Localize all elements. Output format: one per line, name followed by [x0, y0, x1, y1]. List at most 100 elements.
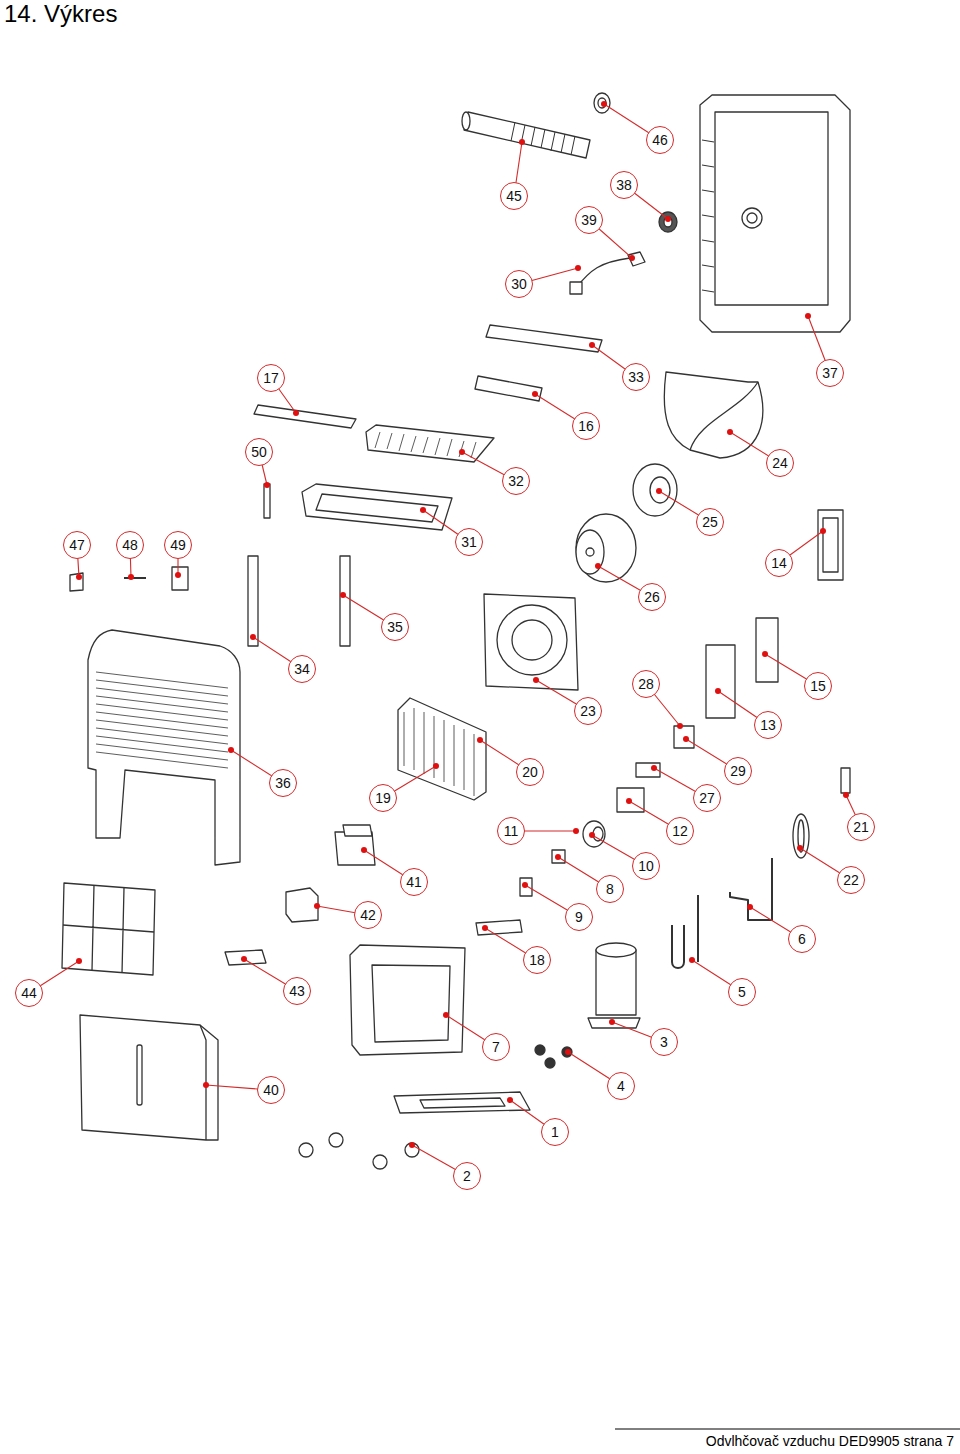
callout-text: 13: [760, 718, 776, 732]
callout-text: 37: [822, 366, 838, 380]
callout-number: 13: [754, 711, 782, 739]
callout-number: 39: [575, 206, 603, 234]
callout-text: 34: [294, 662, 310, 676]
callout-number: 47: [63, 531, 91, 559]
callout-text: 20: [522, 765, 538, 779]
callout-text: 18: [529, 953, 545, 967]
callout-number: 35: [381, 613, 409, 641]
callout-text: 44: [21, 986, 37, 1000]
callout-number: 48: [116, 531, 144, 559]
callout-number: 40: [257, 1076, 285, 1104]
callout-text: 11: [504, 824, 519, 838]
callout-number: 16: [572, 412, 600, 440]
callout-number: 37: [816, 359, 844, 387]
callout-number: 25: [696, 508, 724, 536]
callout-number: 22: [837, 866, 865, 894]
callout-number: 50: [245, 438, 273, 466]
callout-text: 22: [843, 873, 859, 887]
callout-text: 4: [617, 1079, 625, 1093]
callout-text: 48: [122, 538, 138, 552]
callout-number: 36: [269, 769, 297, 797]
callout-number: 43: [283, 977, 311, 1005]
callout-number: 34: [288, 655, 316, 683]
callout-number: 45: [500, 182, 528, 210]
callout-number: 44: [15, 979, 43, 1007]
callout-text: 28: [638, 677, 654, 691]
callout-text: 40: [263, 1083, 279, 1097]
callout-text: 32: [508, 474, 524, 488]
callout-text: 19: [375, 791, 391, 805]
callout-number: 2: [453, 1162, 481, 1190]
callout-text: 3: [660, 1035, 668, 1049]
callout-text: 27: [699, 791, 715, 805]
callout-number: 11: [497, 817, 525, 845]
callout-number: 17: [257, 364, 285, 392]
callout-text: 8: [606, 882, 614, 896]
callout-number: 33: [622, 363, 650, 391]
callout-text: 49: [170, 538, 186, 552]
callout-text: 21: [853, 820, 869, 834]
callout-number: 31: [455, 528, 483, 556]
callout-text: 25: [702, 515, 718, 529]
callout-text: 35: [387, 620, 403, 634]
callout-text: 31: [461, 535, 477, 549]
callout-number: 6: [788, 925, 816, 953]
page-title: 14. Výkres: [4, 0, 117, 28]
page-caption: Odvlhčovač vzduchu DED9905 strana 7: [706, 1433, 954, 1449]
callout-number: 49: [164, 531, 192, 559]
callout-text: 14: [771, 556, 787, 570]
callout-text: 33: [628, 370, 644, 384]
callout-number: 8: [596, 875, 624, 903]
callout-number: 4: [607, 1072, 635, 1100]
callout-number: 12: [666, 817, 694, 845]
callout-text: 26: [644, 590, 660, 604]
callout-number: 23: [574, 697, 602, 725]
callout-text: 41: [406, 875, 422, 889]
callout-text: 12: [672, 824, 688, 838]
callout-text: 1: [551, 1125, 559, 1139]
callout-text: 29: [730, 764, 746, 778]
callout-text: 2: [463, 1169, 471, 1183]
callout-number: 19: [369, 784, 397, 812]
callout-number: 30: [505, 270, 533, 298]
callout-text: 15: [810, 679, 826, 693]
callout-number: 20: [516, 758, 544, 786]
callout-text: 50: [251, 445, 267, 459]
callout-number: 18: [523, 946, 551, 974]
callout-text: 45: [506, 189, 522, 203]
callout-text: 16: [578, 419, 594, 433]
callout-number: 28: [632, 670, 660, 698]
callout-text: 46: [652, 133, 668, 147]
callout-number: 29: [724, 757, 752, 785]
callout-text: 43: [289, 984, 305, 998]
callout-text: 36: [275, 776, 291, 790]
callout-text: 6: [798, 932, 806, 946]
callout-number: 21: [847, 813, 875, 841]
callout-number: 9: [565, 903, 593, 931]
callout-number: 38: [610, 171, 638, 199]
callout-number: 15: [804, 672, 832, 700]
callout-text: 5: [738, 985, 746, 999]
callout-text: 24: [772, 456, 788, 470]
callout-number: 32: [502, 467, 530, 495]
callout-number: 10: [632, 852, 660, 880]
callout-number: 14: [765, 549, 793, 577]
callout-number: 5: [728, 978, 756, 1006]
callout-number: 3: [650, 1028, 678, 1056]
callout-text: 7: [492, 1040, 500, 1054]
callout-number: 24: [766, 449, 794, 477]
callout-text: 38: [616, 178, 632, 192]
callout-number: 1: [541, 1118, 569, 1146]
callout-text: 42: [360, 908, 376, 922]
callout-text: 10: [638, 859, 654, 873]
callout-number: 27: [693, 784, 721, 812]
callout-text: 23: [580, 704, 596, 718]
callout-text: 39: [581, 213, 597, 227]
callout-text: 9: [575, 910, 583, 924]
callout-number: 26: [638, 583, 666, 611]
callout-text: 30: [511, 277, 527, 291]
callout-number: 42: [354, 901, 382, 929]
callout-text: 17: [263, 371, 279, 385]
